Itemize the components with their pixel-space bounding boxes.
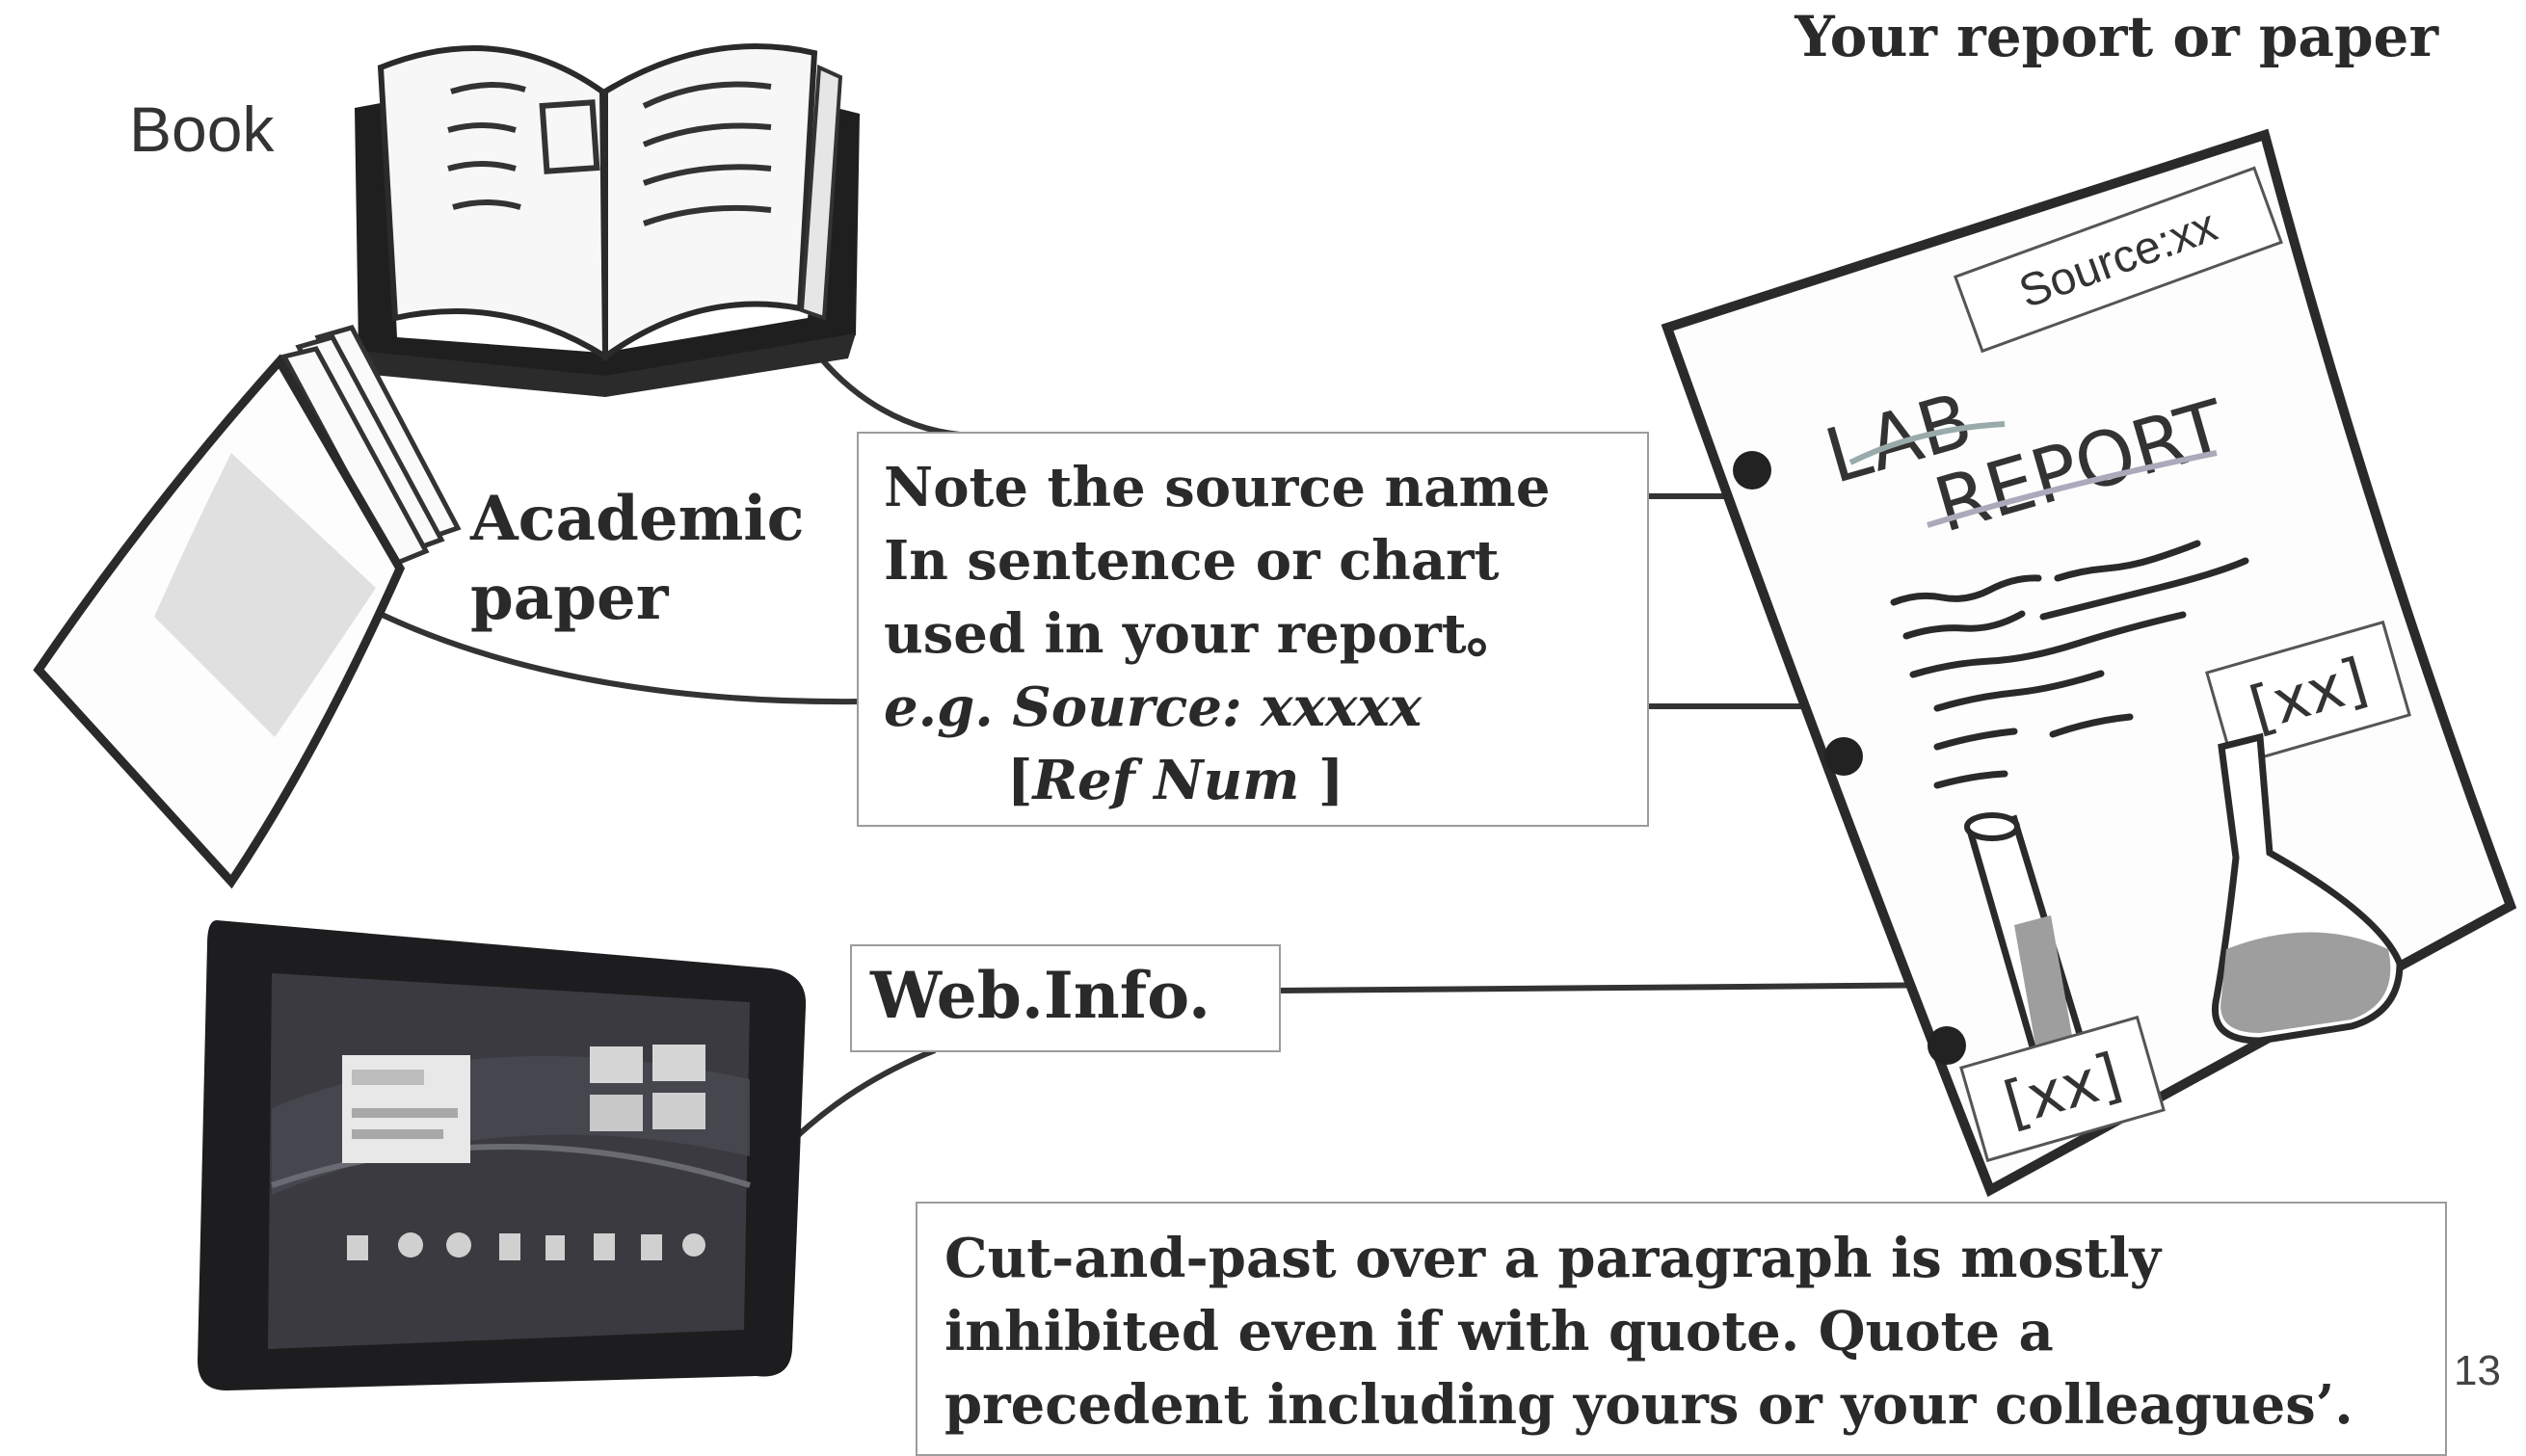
lab-report-illustration: Source:xx LAB REPORT [xx] — [1661, 128, 2517, 1198]
web-info-label: Web.Info. — [870, 958, 1210, 1033]
note-line-4-example: Source: xxxxx — [993, 675, 1423, 739]
arrow-to-figure — [1277, 982, 1967, 993]
academic-paper-icon — [33, 325, 462, 889]
note-line-5-close: ] — [1299, 749, 1344, 812]
source-note-text: Note the source name In sentence or char… — [884, 451, 1550, 817]
note-line-2: In sentence or chart — [884, 529, 1500, 593]
quote-rule-line-2: inhibited even if with quote. Quote a — [944, 1300, 2054, 1363]
quote-rule-box — [916, 1202, 2447, 1456]
note-line-1: Note the source name — [884, 456, 1551, 519]
report-title-label: Your report or paper — [1795, 4, 2438, 69]
academic-paper-label: Academic paper — [470, 480, 805, 638]
source-note-box — [857, 432, 1649, 827]
academic-label-line2: paper — [470, 562, 669, 634]
page-number: 13 — [2454, 1347, 2501, 1394]
quote-rule-line-3: precedent including yours or your collea… — [944, 1373, 2353, 1437]
quote-rule-text: Cut-and-past over a paragraph is mostly … — [944, 1222, 2353, 1442]
flask-icon — [2212, 732, 2404, 1045]
book-icon — [355, 43, 860, 397]
academic-label-line1: Academic — [470, 483, 805, 555]
ref-tag-1: [xx] — [2205, 620, 2411, 768]
tablet-icon — [198, 920, 807, 1390]
note-line-4: e.g. Source: xxxxx — [884, 671, 1550, 744]
note-line-3: used in your report。 — [884, 602, 1521, 666]
note-line-5-open: [ — [1007, 749, 1033, 812]
note-line-5: [Ref Num ] — [884, 744, 1550, 817]
academic-connector-line — [364, 604, 859, 705]
note-line-5-ref: Ref Num — [1032, 749, 1300, 812]
web-info-box — [850, 944, 1281, 1052]
book-label: Book — [129, 93, 275, 165]
quote-rule-line-1: Cut-and-past over a paragraph is mostly — [944, 1227, 2162, 1290]
ref-tag-2: [xx] — [1959, 1015, 2166, 1163]
note-line-4-prefix: e.g. — [884, 675, 994, 739]
